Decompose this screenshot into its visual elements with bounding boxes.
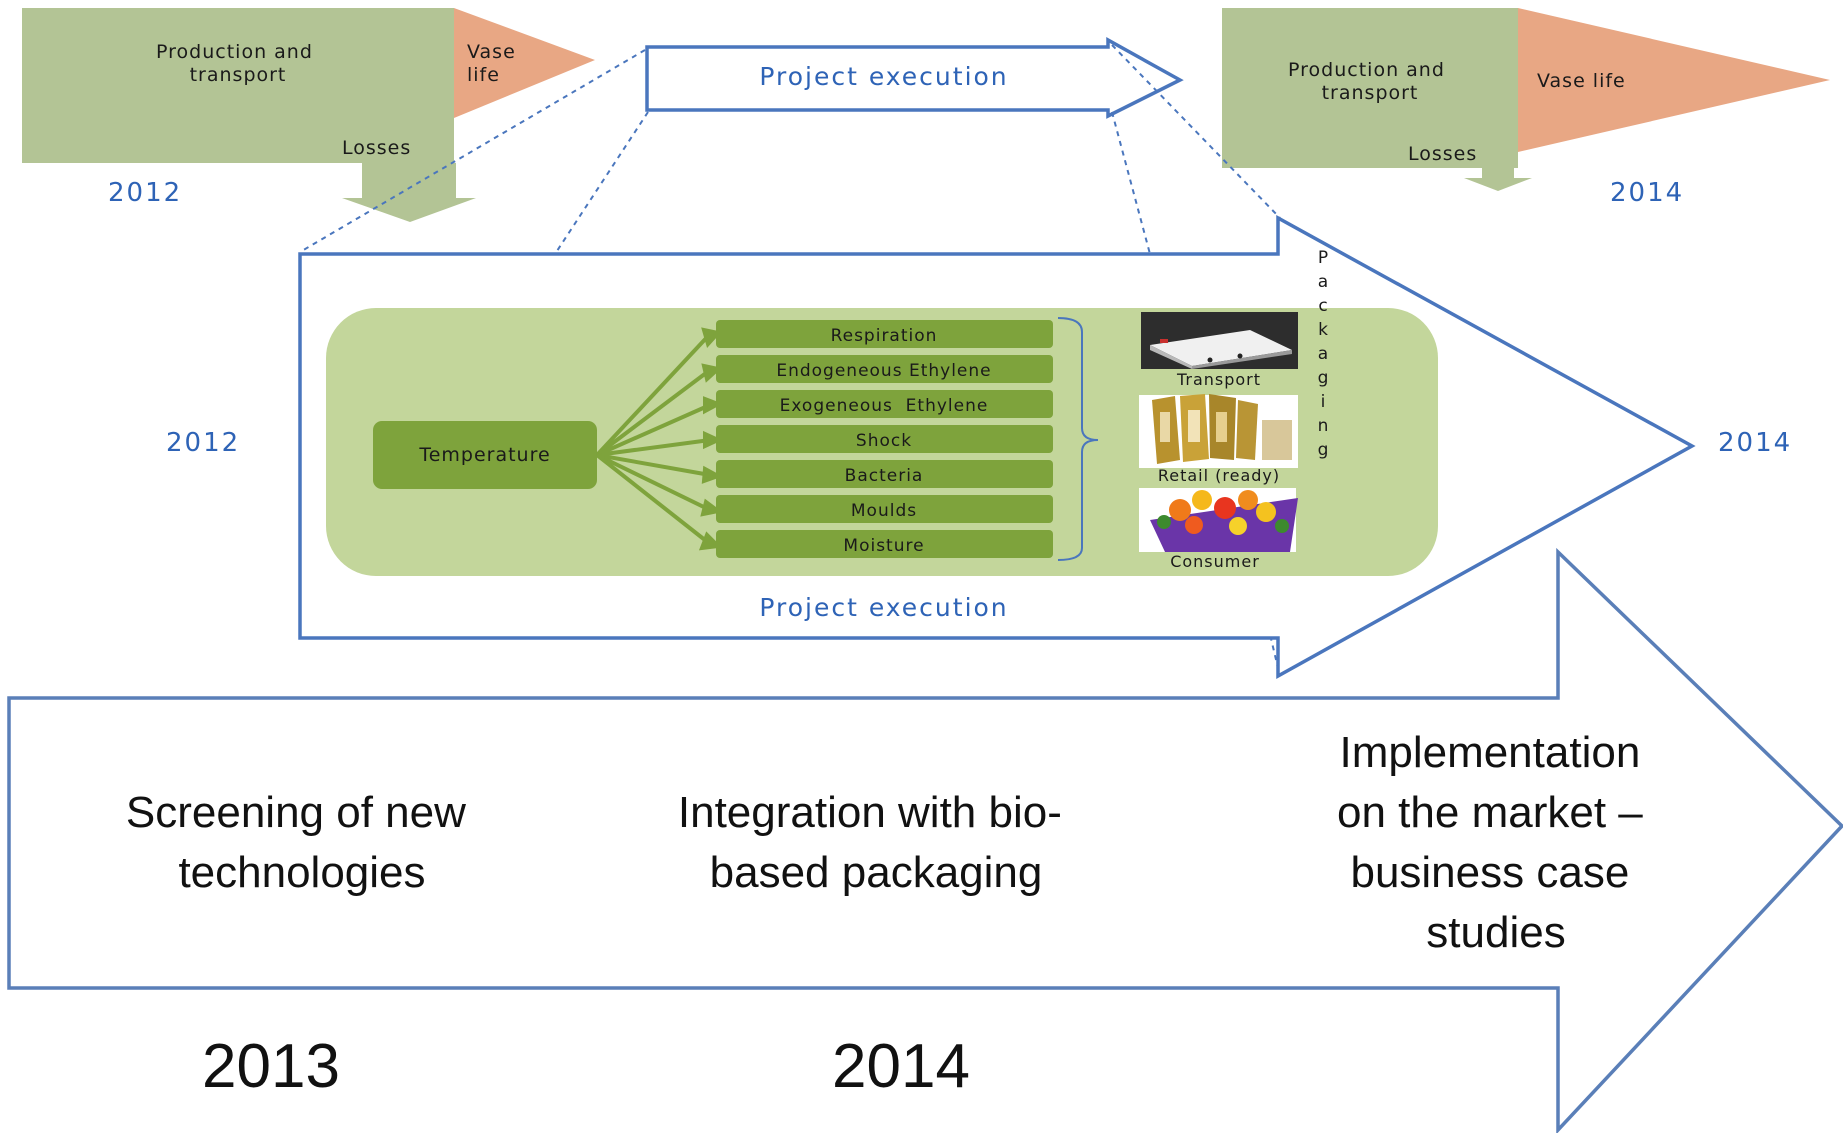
factor-chip [716, 355, 1053, 383]
vase-life-wedge [454, 8, 595, 118]
packaging-item-label: Consumer [1170, 552, 1260, 571]
packaging-item-label: Retail (ready) [1158, 466, 1280, 485]
factor-chip [716, 425, 1053, 453]
production-transport-label: Production and transport [156, 41, 320, 86]
year-2014-label: 2014 [832, 1032, 970, 1101]
factor-label: Exogeneous Ethylene [780, 396, 989, 416]
losses-arrow [342, 163, 476, 222]
vase-life-label: Vase life [467, 41, 523, 86]
stage-integration-label: Integration with bio- based packaging [678, 788, 1074, 897]
year-2012-top-label: 2012 [108, 178, 182, 208]
vase-life-wedge-2014 [1518, 8, 1830, 152]
factor-chip [716, 530, 1053, 558]
packaging-item-label: Transport [1176, 370, 1261, 389]
temperature-box [373, 421, 597, 489]
factor-label: Moisture [843, 536, 924, 556]
factor-label: Respiration [831, 326, 938, 346]
bottom-arrow-outline [7, 547, 1843, 1133]
year-2012-middle-label: 2012 [166, 428, 240, 458]
factor-label: Bacteria [845, 466, 924, 486]
factor-chip [716, 390, 1053, 418]
transport-box-image [1141, 312, 1298, 369]
year-2014-middle-label: 2014 [1718, 428, 1792, 458]
bottom-timeline: Screening of new technologies Integratio… [7, 547, 1843, 1133]
vase-life-label-2014: Vase life [1537, 70, 1626, 92]
factor-list: Respiration Endogeneous Ethylene Exogene… [716, 320, 1053, 558]
factor-chip [716, 460, 1053, 488]
production-transport-label-2014: Production and transport [1288, 59, 1452, 104]
top-project-arrow: Project execution [645, 37, 1184, 119]
brace-icon [1057, 317, 1099, 561]
factors-panel: Temperature Respiration Endogeneous Ethy… [326, 248, 1438, 576]
packaging-images: Transport Retail (ready) Consumer [1139, 312, 1298, 571]
production-transport-block [22, 8, 454, 163]
factor-chip [716, 320, 1053, 348]
project-execution-top-label: Project execution [759, 62, 1008, 91]
temperature-label: Temperature [418, 444, 550, 466]
losses-label-2014: Losses [1408, 143, 1477, 165]
production-transport-block-2014 [1222, 8, 1518, 168]
stage-implementation-label: Implementation on the market – business … [1337, 728, 1655, 957]
zoom-connector-lines [299, 44, 1281, 669]
packaging-vertical-label: Packaging [1313, 248, 1333, 464]
factor-label: Shock [856, 431, 912, 451]
consumer-bouquet-image [1139, 488, 1298, 552]
losses-arrow-2014 [1464, 168, 1532, 191]
project-execution-footer-label: Project execution [759, 593, 1008, 622]
factor-label: Endogeneous Ethylene [776, 361, 991, 381]
project-execution-arrow [645, 37, 1184, 119]
year-2014-top-label: 2014 [1610, 178, 1684, 208]
temperature-connectors [595, 327, 723, 551]
losses-label: Losses [342, 137, 411, 159]
top-left-chain: Production and transport Vase life Losse… [22, 8, 595, 222]
factor-label: Moulds [851, 501, 917, 521]
factor-chip [716, 495, 1053, 523]
top-right-chain: Production and transport Vase life Losse… [1222, 8, 1830, 208]
year-2013-label: 2013 [202, 1032, 340, 1101]
stage-screening-label: Screening of new technologies [126, 788, 478, 897]
retail-sleeve-image [1139, 394, 1298, 468]
